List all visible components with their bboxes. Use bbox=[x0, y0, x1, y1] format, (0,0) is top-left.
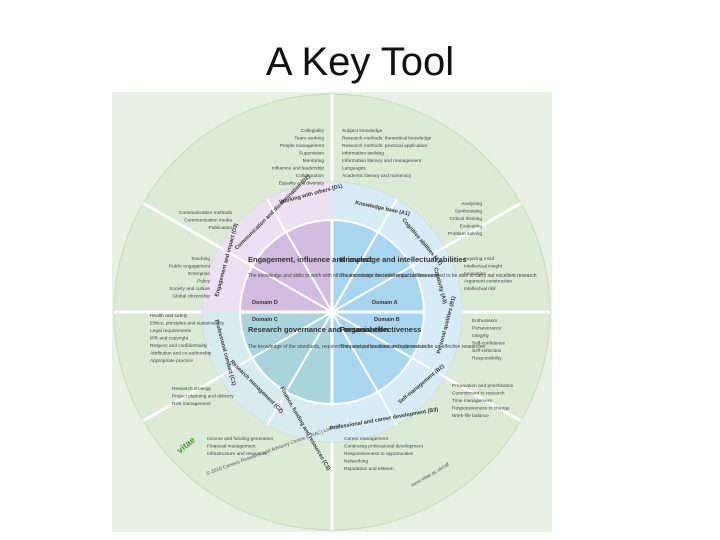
outer-item-a1-4: Information literacy and management bbox=[342, 158, 422, 164]
outer-item-b1-2: Integrity bbox=[472, 333, 490, 339]
outer-item-c2-2: Risk management bbox=[172, 401, 211, 407]
outer-item-c1-3: IPR and copyright bbox=[150, 336, 189, 342]
outer-item-c3-2: Infrastructure and resources bbox=[207, 451, 268, 457]
outer-item-d2-1: Communication media bbox=[184, 218, 232, 224]
domain-a-label: Domain A bbox=[372, 300, 397, 306]
outer-item-d3-2: Enterprise bbox=[188, 271, 210, 277]
domain-b-title: Personal effectiveness bbox=[340, 325, 421, 334]
outer-item-b3-3: Networking bbox=[344, 459, 368, 465]
outer-item-b2-4: Work-life balance bbox=[452, 413, 489, 419]
domain-a-title: Knowledge and intellectual abilities bbox=[340, 255, 467, 264]
outer-item-c1-5: Attribution and co-authorship bbox=[150, 351, 212, 357]
outer-item-b2-0: Preparation and prioritisation bbox=[452, 383, 514, 389]
outer-item-a3-1: Intellectual insight bbox=[464, 264, 503, 270]
outer-item-a2-1: Synthesising bbox=[455, 209, 483, 215]
outer-item-b1-5: Responsibility bbox=[472, 356, 502, 362]
outer-item-d1-6: Collaboration bbox=[296, 173, 325, 179]
outer-item-c3-1: Financial management bbox=[207, 444, 256, 450]
outer-item-a1-5: Languages bbox=[342, 166, 366, 172]
outer-item-d1-7: Equality and diversity bbox=[279, 181, 325, 187]
outer-item-d3-1: Public engagement bbox=[169, 264, 211, 270]
outer-item-b2-1: Commitment to research bbox=[452, 391, 505, 397]
domain-c-title: Research governance and organisation bbox=[248, 325, 389, 334]
outer-item-d1-1: Team working bbox=[294, 136, 324, 142]
domain-c-quadrant bbox=[240, 312, 332, 404]
outer-item-a1-1: Research methods: theoretical knowledge bbox=[342, 136, 432, 142]
domain-d-label: Domain D bbox=[252, 300, 278, 306]
outer-item-b3-4: Reputation and esteem bbox=[344, 466, 394, 472]
outer-item-b3-0: Career management bbox=[344, 436, 389, 442]
outer-item-d3-4: Society and culture bbox=[169, 286, 210, 292]
outer-item-a2-4: Problem solving bbox=[448, 231, 482, 237]
domain-c-label: Domain C bbox=[252, 317, 278, 323]
outer-item-a3-4: Intellectual risk bbox=[464, 286, 496, 292]
outer-item-a3-2: Innovation bbox=[464, 271, 486, 277]
outer-item-a2-3: Evaluating bbox=[460, 224, 483, 230]
outer-item-b1-1: Perseverance bbox=[472, 326, 502, 332]
outer-item-b1-0: Enthusiasm bbox=[472, 318, 497, 324]
outer-item-a2-2: Critical thinking bbox=[449, 216, 482, 222]
domain-d-desc: The knowledge and skills to work with ot… bbox=[248, 273, 438, 279]
outer-item-d1-3: Supervision bbox=[299, 151, 324, 157]
outer-item-d1-4: Mentoring bbox=[303, 158, 325, 164]
outer-item-b2-3: Responsiveness to change bbox=[452, 406, 510, 412]
outer-item-c1-4: Respect and confidentiality bbox=[150, 343, 208, 349]
outer-item-b3-2: Responsiveness to opportunities bbox=[344, 451, 414, 457]
subring-dividers bbox=[218, 198, 446, 426]
outer-item-a1-0: Subject knowledge bbox=[342, 128, 383, 134]
outer-item-b1-4: Self-reflection bbox=[472, 348, 502, 354]
domain-b-quadrant bbox=[332, 312, 424, 404]
researcher-development-wheel: Knowledge and intellectual abilities The… bbox=[112, 92, 552, 532]
outer-item-d1-5: Influence and leadership bbox=[272, 166, 325, 172]
domain-a-quadrant bbox=[332, 220, 424, 312]
outer-item-d2-2: Publication bbox=[209, 225, 233, 231]
outer-item-d3-3: Policy bbox=[197, 279, 210, 285]
outer-item-b1-3: Self-confidence bbox=[472, 341, 505, 347]
outer-item-d1-0: Collegiality bbox=[301, 128, 325, 134]
outer-item-d3-5: Global citizenship bbox=[172, 294, 210, 300]
outer-item-a3-3: Argument construction bbox=[464, 279, 512, 285]
outer-item-b2-2: Time management bbox=[452, 398, 492, 404]
outer-item-d3-0: Teaching bbox=[191, 256, 211, 262]
outer-item-c2-1: Project planning and delivery bbox=[172, 394, 234, 400]
outer-item-c1-2: Legal requirements bbox=[150, 328, 192, 334]
outer-item-c1-1: Ethics, principles and sustainability bbox=[150, 321, 225, 327]
outer-item-d2-0: Communication methods bbox=[179, 210, 233, 216]
outer-item-a1-6: Academic literacy and numeracy bbox=[342, 173, 412, 179]
outer-item-c2-0: Research strategy bbox=[172, 386, 212, 392]
outer-item-a2-0: Analysing bbox=[461, 201, 482, 207]
domain-d-quadrant bbox=[240, 220, 332, 312]
outer-item-a1-3: Information seeking bbox=[342, 151, 384, 157]
domain-a-desc: The knowledge and intellectual abilities… bbox=[340, 273, 537, 279]
outer-item-c3-0: Income and funding generation bbox=[207, 436, 273, 442]
domain-c-desc: The knowledge of the standards, requirem… bbox=[248, 344, 431, 350]
outer-item-b3-1: Continuing professional development bbox=[344, 444, 424, 450]
outer-item-a1-2: Research methods: practical application bbox=[342, 143, 427, 149]
slide-title: A Key Tool bbox=[265, 40, 455, 84]
domain-b-desc: The personal qualities and approach to b… bbox=[340, 344, 486, 350]
domain-b-label: Domain B bbox=[374, 317, 400, 323]
domain-d-title: Engagement, influence and impact bbox=[248, 255, 372, 264]
outer-item-c1-0: Health and safety bbox=[150, 313, 188, 319]
outer-item-c1-6: Appropriate practice bbox=[150, 358, 193, 364]
outer-item-a3-0: Inquiring mind bbox=[464, 256, 494, 262]
outer-item-d1-2: People management bbox=[280, 143, 325, 149]
